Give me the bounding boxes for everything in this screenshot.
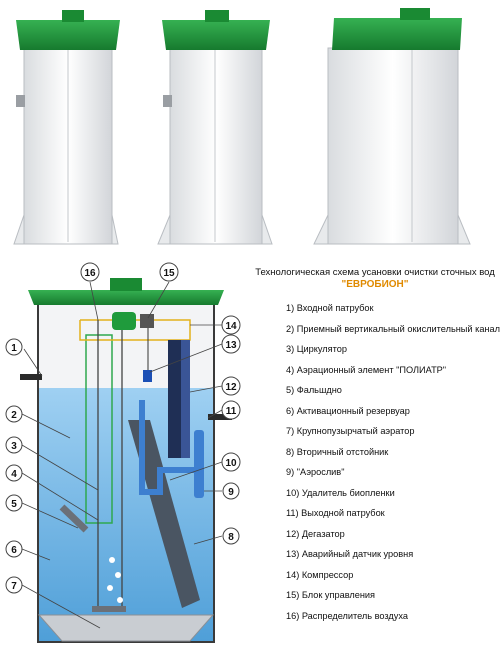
legend-item: 3) Циркулятор — [286, 344, 347, 354]
tank-1-lid — [16, 20, 120, 50]
receiving-channel — [85, 334, 113, 524]
legend-item: 15) Блок управления — [286, 590, 376, 600]
legend-list: 1) Входной патрубок 2) Приемный вертикал… — [286, 303, 500, 631]
secondary-settler — [128, 420, 200, 608]
schematic-lid-cap — [110, 278, 142, 291]
legend-item: 13) Аварийный датчик уровня — [286, 549, 414, 559]
callout-13: 13 — [225, 340, 237, 351]
biofilm-remover-pipe — [139, 400, 200, 495]
legend-item: 9) "Аэрослив" — [286, 467, 345, 477]
legend-item: 16) Распределитель воздуха — [286, 610, 408, 621]
callout-16: 16 — [84, 268, 96, 279]
legend-item: 1) Входной патрубок — [286, 303, 374, 313]
tank-2-body — [169, 47, 263, 245]
legend-item: 10) Удалитель биопленки — [286, 487, 395, 498]
compressor — [112, 312, 136, 330]
tank-2-lid — [162, 20, 270, 50]
legend-item: 14) Компрессор — [286, 569, 354, 580]
legend-item: 7) Крупнопузырчатый аэратор — [286, 426, 415, 436]
control-unit — [140, 314, 154, 328]
tank-2-inlet-pipe — [163, 95, 172, 107]
callout-3: 3 — [11, 441, 17, 452]
callout-1: 1 — [11, 343, 17, 354]
callout-15: 15 — [163, 268, 175, 279]
inlet-pipe — [20, 374, 42, 380]
callout-labels: 1 2 3 4 5 6 7 8 9 10 11 12 13 14 15 16 — [5, 262, 241, 594]
aeration-element — [59, 504, 89, 533]
callout-9: 9 — [228, 487, 234, 498]
callout-6: 6 — [11, 545, 17, 556]
callout-12: 12 — [225, 382, 237, 393]
callout-11: 11 — [226, 406, 237, 417]
legend-item: 11) Выходной патрубок — [286, 508, 385, 518]
legend-item: 6) Активационный резервуар — [286, 405, 410, 416]
callout-leaders — [21, 281, 223, 629]
legend-item: 12) Дегазатор — [286, 528, 345, 539]
callout-8: 8 — [228, 532, 234, 543]
tank-1-lid-cap — [62, 10, 84, 22]
tank-unit-1 — [13, 10, 120, 245]
callout-4: 4 — [11, 469, 17, 480]
callout-circle — [5, 338, 23, 356]
legend-item: 4) Аэрационный элемент "ПОЛИАТР" — [286, 364, 447, 375]
airlift-tube — [194, 430, 204, 498]
tank-3-lid-cap — [400, 8, 430, 20]
schematic-lid — [28, 290, 224, 305]
callout-10: 10 — [225, 458, 237, 469]
level-sensor — [143, 370, 152, 382]
callout-14: 14 — [225, 321, 237, 332]
tank-3-body — [327, 47, 459, 245]
tank-1-inlet-pipe — [16, 95, 25, 107]
legend-item: 5) Фальшдно — [286, 385, 342, 395]
tank-2-lid-cap — [205, 10, 229, 22]
diagram-title: Технологическая схема усановки очистки с… — [255, 267, 495, 278]
callout-7: 7 — [11, 581, 17, 592]
tank-3-lid — [332, 18, 462, 50]
tank-unit-3 — [313, 8, 471, 245]
outlet-pipe — [208, 414, 232, 420]
schematic-false-bottom — [37, 614, 215, 642]
legend-item: 8) Вторичный отстойник — [286, 446, 389, 457]
callout-2: 2 — [11, 410, 17, 421]
degasser-shade — [181, 340, 190, 458]
legend-item: 2) Приемный вертикальный окислительный к… — [286, 323, 500, 334]
schematic-tank — [20, 278, 232, 643]
coarse-aerator — [92, 606, 126, 612]
tank-unit-2 — [157, 10, 273, 245]
diagram-product-name: "ЕВРОБИОН" — [341, 279, 409, 290]
callout-5: 5 — [11, 499, 17, 510]
